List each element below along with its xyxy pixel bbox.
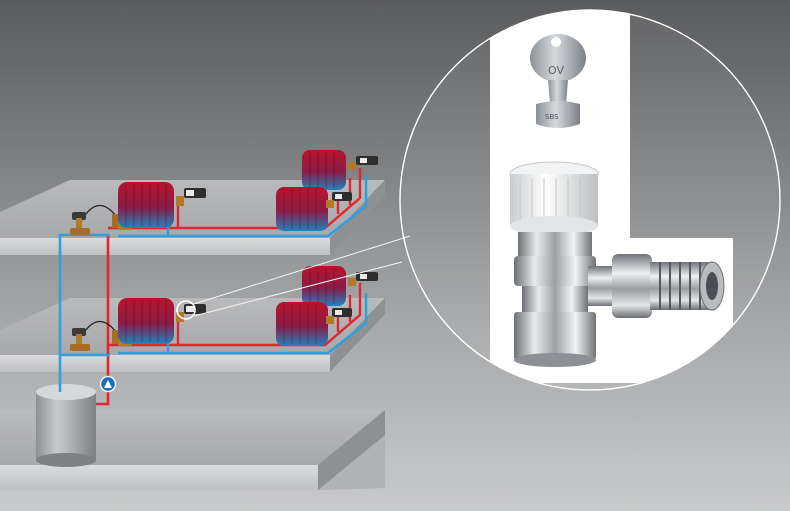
thermostatic-valve-icon xyxy=(176,188,206,206)
key-label: OV xyxy=(548,64,564,77)
callout-lines xyxy=(193,235,411,317)
circulation-pump-icon xyxy=(99,375,117,393)
return-riser xyxy=(58,233,110,392)
radiator-valve-zoom xyxy=(509,161,725,367)
boiler-tank-icon xyxy=(36,384,96,467)
upper-floor-circuit xyxy=(70,150,378,238)
supply-riser xyxy=(96,236,110,406)
radiator-upper-right-front xyxy=(276,187,352,231)
key-stem-text: SBS xyxy=(545,113,559,121)
radiator-middle-right-front xyxy=(276,302,352,346)
valve-highlight-ring xyxy=(176,300,196,320)
middle-floor-circuit xyxy=(70,266,378,355)
riser-pipes xyxy=(58,233,110,406)
zoom-callout: OV SBS xyxy=(399,9,781,391)
valve-key-icon: OV SBS xyxy=(530,34,586,128)
radiator-upper-left xyxy=(118,182,174,228)
floor-slab-ground xyxy=(0,410,385,490)
radiator-middle-left xyxy=(118,298,174,344)
radiator-upper-right-back xyxy=(302,150,378,190)
